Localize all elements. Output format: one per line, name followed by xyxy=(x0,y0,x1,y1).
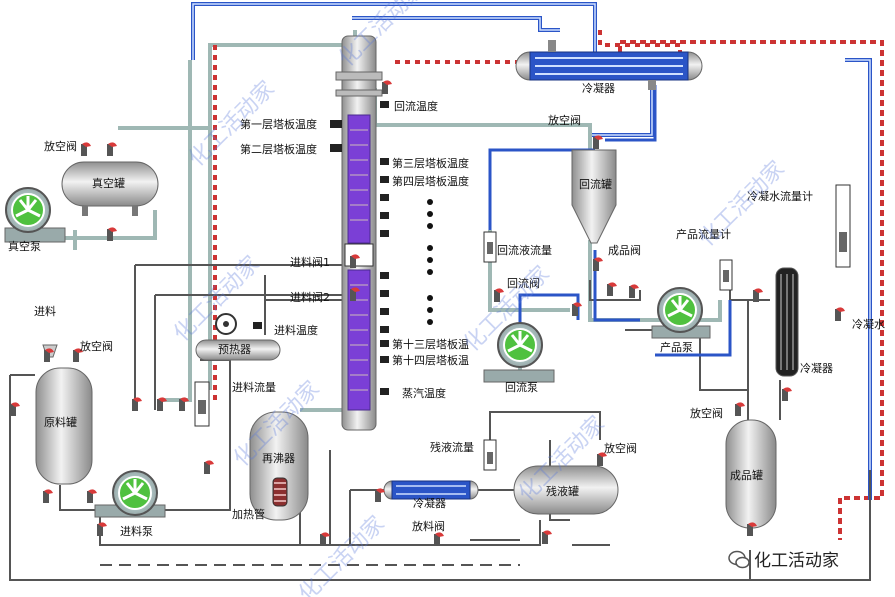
feed-label: 进料 xyxy=(34,305,56,318)
top-condenser-label: 冷凝器 xyxy=(582,82,615,95)
tray3-temp-label: 第三层塔板温度 xyxy=(392,157,469,170)
steam-temp-label: 蒸汽温度 xyxy=(402,387,446,400)
preheater-group xyxy=(194,313,281,427)
cw-flow-meter-label: 冷凝水流量计 xyxy=(747,190,813,203)
feed-valve-1-label: 进料阀1 xyxy=(290,256,330,269)
tray13-temp-label: 第十三层塔板温 xyxy=(392,338,469,351)
reboiler-group xyxy=(249,411,309,521)
residue-tank-label: 残液罐 xyxy=(546,485,579,498)
steam-lines xyxy=(213,30,682,400)
product-flow-meter-label: 产品流量计 xyxy=(676,228,731,241)
tray4-temp-label: 第四层塔板温度 xyxy=(392,175,469,188)
feed-tank-group xyxy=(35,344,166,518)
reflux-vent-valve-label: 放空阀 xyxy=(548,114,581,127)
vacuum-pump-label: 真空泵 xyxy=(8,240,41,253)
reflux-valve-label: 回流阀 xyxy=(507,277,540,290)
product-tank-vent-valve-label: 放空阀 xyxy=(690,407,723,420)
vacuum-system xyxy=(4,161,159,243)
wechat-icon xyxy=(728,550,750,569)
residue-system xyxy=(383,439,619,515)
reflux-tank-group xyxy=(483,149,617,383)
product-pump-label: 产品泵 xyxy=(660,341,693,354)
brand-logo-text: 化工活动家 xyxy=(754,551,839,571)
distillation-column xyxy=(253,35,433,431)
feed-flow-label: 进料流量 xyxy=(232,381,276,394)
reflux-flow-label: 回流液流量 xyxy=(497,244,552,257)
preheater-label: 预热器 xyxy=(218,343,251,356)
feed-tank-label: 原料罐 xyxy=(44,416,77,429)
product-system xyxy=(651,184,851,529)
brand-logo: 化工活动家 xyxy=(728,546,839,571)
vacuum-tank-label: 真空罐 xyxy=(92,177,125,190)
residue-tank-vent-valve-label: 放空阀 xyxy=(604,442,637,455)
top-condenser xyxy=(515,40,703,90)
tray1-temp-label: 第一层塔板温度 xyxy=(240,118,317,131)
reflux-pump-label: 回流泵 xyxy=(505,381,538,394)
vacuum-vent-valve-label: 放空阀 xyxy=(44,140,77,153)
reboiler-label: 再沸器 xyxy=(262,452,295,465)
product-valve-label: 成品阀 xyxy=(608,244,641,257)
feed-tank-vent-valve-label: 放空阀 xyxy=(80,340,113,353)
discharge-valve-label: 放料阀 xyxy=(412,520,445,533)
heating-tube-label: 加热管 xyxy=(232,508,265,521)
cooling-water-label: 冷凝水 xyxy=(852,318,885,331)
residue-condenser-label: 冷凝器 xyxy=(413,497,446,510)
product-tank-label: 成品罐 xyxy=(730,469,763,482)
feed-valve-2-label: 进料阀2 xyxy=(290,291,330,304)
residue-flow-label: 残液流量 xyxy=(430,441,474,454)
feed-temp-label: 进料温度 xyxy=(274,324,318,337)
product-condenser-label: 冷凝器 xyxy=(800,362,833,375)
tray2-temp-label: 第二层塔板温度 xyxy=(240,143,317,156)
feed-pump-label: 进料泵 xyxy=(120,525,153,538)
reflux-temp-label: 回流温度 xyxy=(394,100,438,113)
tray14-temp-label: 第十四层塔板温 xyxy=(392,354,469,367)
reflux-tank-label: 回流罐 xyxy=(579,178,612,191)
